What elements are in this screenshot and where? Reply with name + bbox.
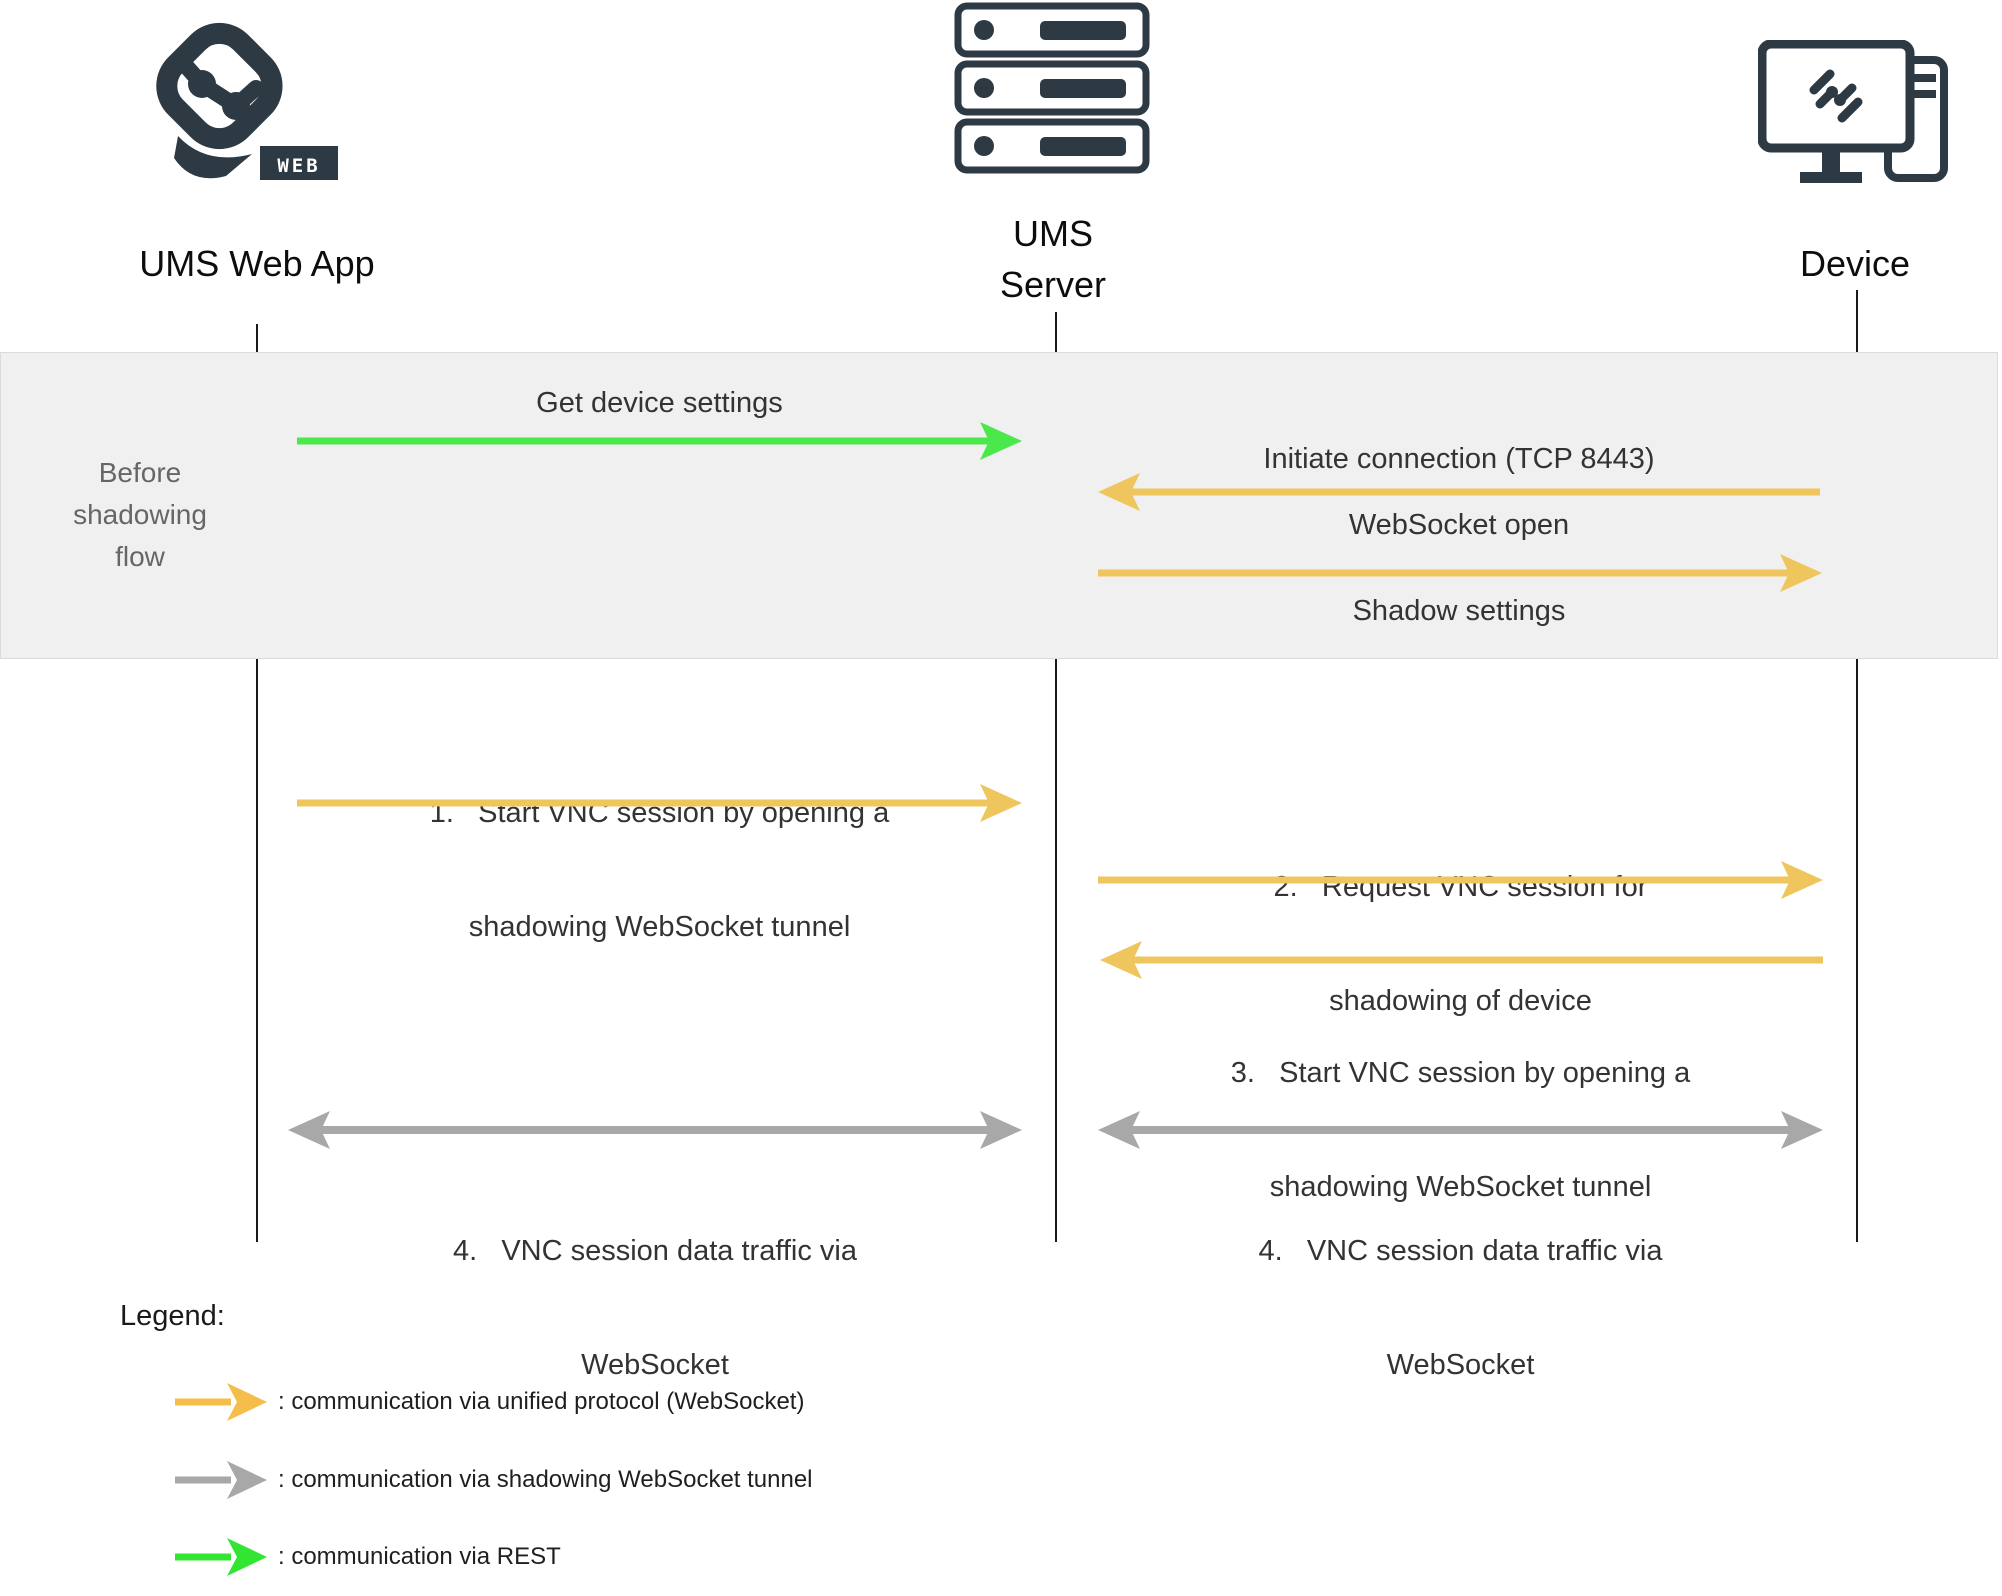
message-label-2-line2: shadowing of device <box>1329 985 1592 1017</box>
lifeline-ums-server <box>1055 312 1057 1242</box>
before-shadowing-band <box>0 352 1998 659</box>
legend-shadowing-arrow-icon <box>175 1461 267 1499</box>
message-label-2: 2. Request VNC session for shadowing of … <box>1098 792 1823 1096</box>
message-label-get-device-settings: Get device settings <box>536 387 783 419</box>
message-label-4-right-line1: 4. VNC session data traffic via <box>1258 1235 1663 1267</box>
lifeline-device <box>1856 290 1858 1242</box>
legend-item-shadowing: : communication via shadowing WebSocket … <box>278 1466 813 1493</box>
unified-arrow-1 <box>297 784 1022 822</box>
web-badge-label: WEB <box>277 155 320 177</box>
actor-label-ums-server-line1: UMS <box>1013 213 1093 254</box>
ums-web-app-logo-icon: WEB <box>156 22 338 180</box>
message-label-initiate-connection: Initiate connection (TCP 8443) <box>1263 443 1655 475</box>
unified-arrow-2 <box>1098 861 1823 899</box>
logo-tail <box>174 136 252 179</box>
message-label-websocket-open: WebSocket open <box>1348 509 1570 541</box>
message-label-4-left-line2: WebSocket <box>581 1349 729 1381</box>
message-label-4-right-line2: WebSocket <box>1386 1349 1535 1381</box>
message-label-1-line2: shadowing WebSocket tunnel <box>468 911 851 943</box>
rest-arrow-get-device-settings <box>297 422 1022 460</box>
unified-arrow-websocket-open <box>1098 554 1822 592</box>
lifeline-ums-web-app <box>256 324 258 1242</box>
legend-title: Legend: <box>120 1300 225 1332</box>
message-label-4-left-line1: 4. VNC session data traffic via <box>452 1235 858 1267</box>
shadowing-arrow-4-left <box>288 1111 1022 1149</box>
message-label-3-line2: shadowing WebSocket tunnel <box>1269 1171 1652 1203</box>
legend-item-unified: : communication via unified protocol (We… <box>278 1388 805 1415</box>
legend-unified-arrow-icon <box>175 1383 267 1421</box>
before-shadowing-band-label: Before shadowing flow <box>73 457 207 572</box>
message-label-4-left: 4. VNC session data traffic via WebSocke… <box>288 1156 1022 1460</box>
legend-rest-arrow-icon <box>175 1538 267 1576</box>
unified-arrow-initiate-connection <box>1098 473 1820 511</box>
shadowing-arrow-4-right <box>1098 1111 1823 1149</box>
message-label-4-right: 4. VNC session data traffic via WebSocke… <box>1098 1156 1823 1460</box>
server-icon <box>954 2 1150 174</box>
message-label-3-line1: 3. Start VNC session by opening a <box>1230 1057 1691 1089</box>
message-label-shadow-settings: Shadow settings <box>1352 595 1566 627</box>
message-label-3: 3. Start VNC session by opening a shadow… <box>1098 978 1823 1282</box>
unified-arrow-3 <box>1100 941 1823 979</box>
message-label-1: 1. Start VNC session by opening a shadow… <box>297 718 1022 1022</box>
actor-label-ums-server: UMS Server <box>903 208 1203 310</box>
actor-label-device: Device <box>1799 243 1911 284</box>
device-icon <box>1758 40 1948 183</box>
actor-label-ums-server-line2: Server <box>999 264 1107 305</box>
legend-item-rest: : communication via REST <box>278 1543 561 1570</box>
actor-label-ums-web-app: UMS Web App <box>139 243 375 284</box>
message-label-2-line1: 2. Request VNC session for <box>1273 871 1648 903</box>
web-badge <box>260 146 338 180</box>
